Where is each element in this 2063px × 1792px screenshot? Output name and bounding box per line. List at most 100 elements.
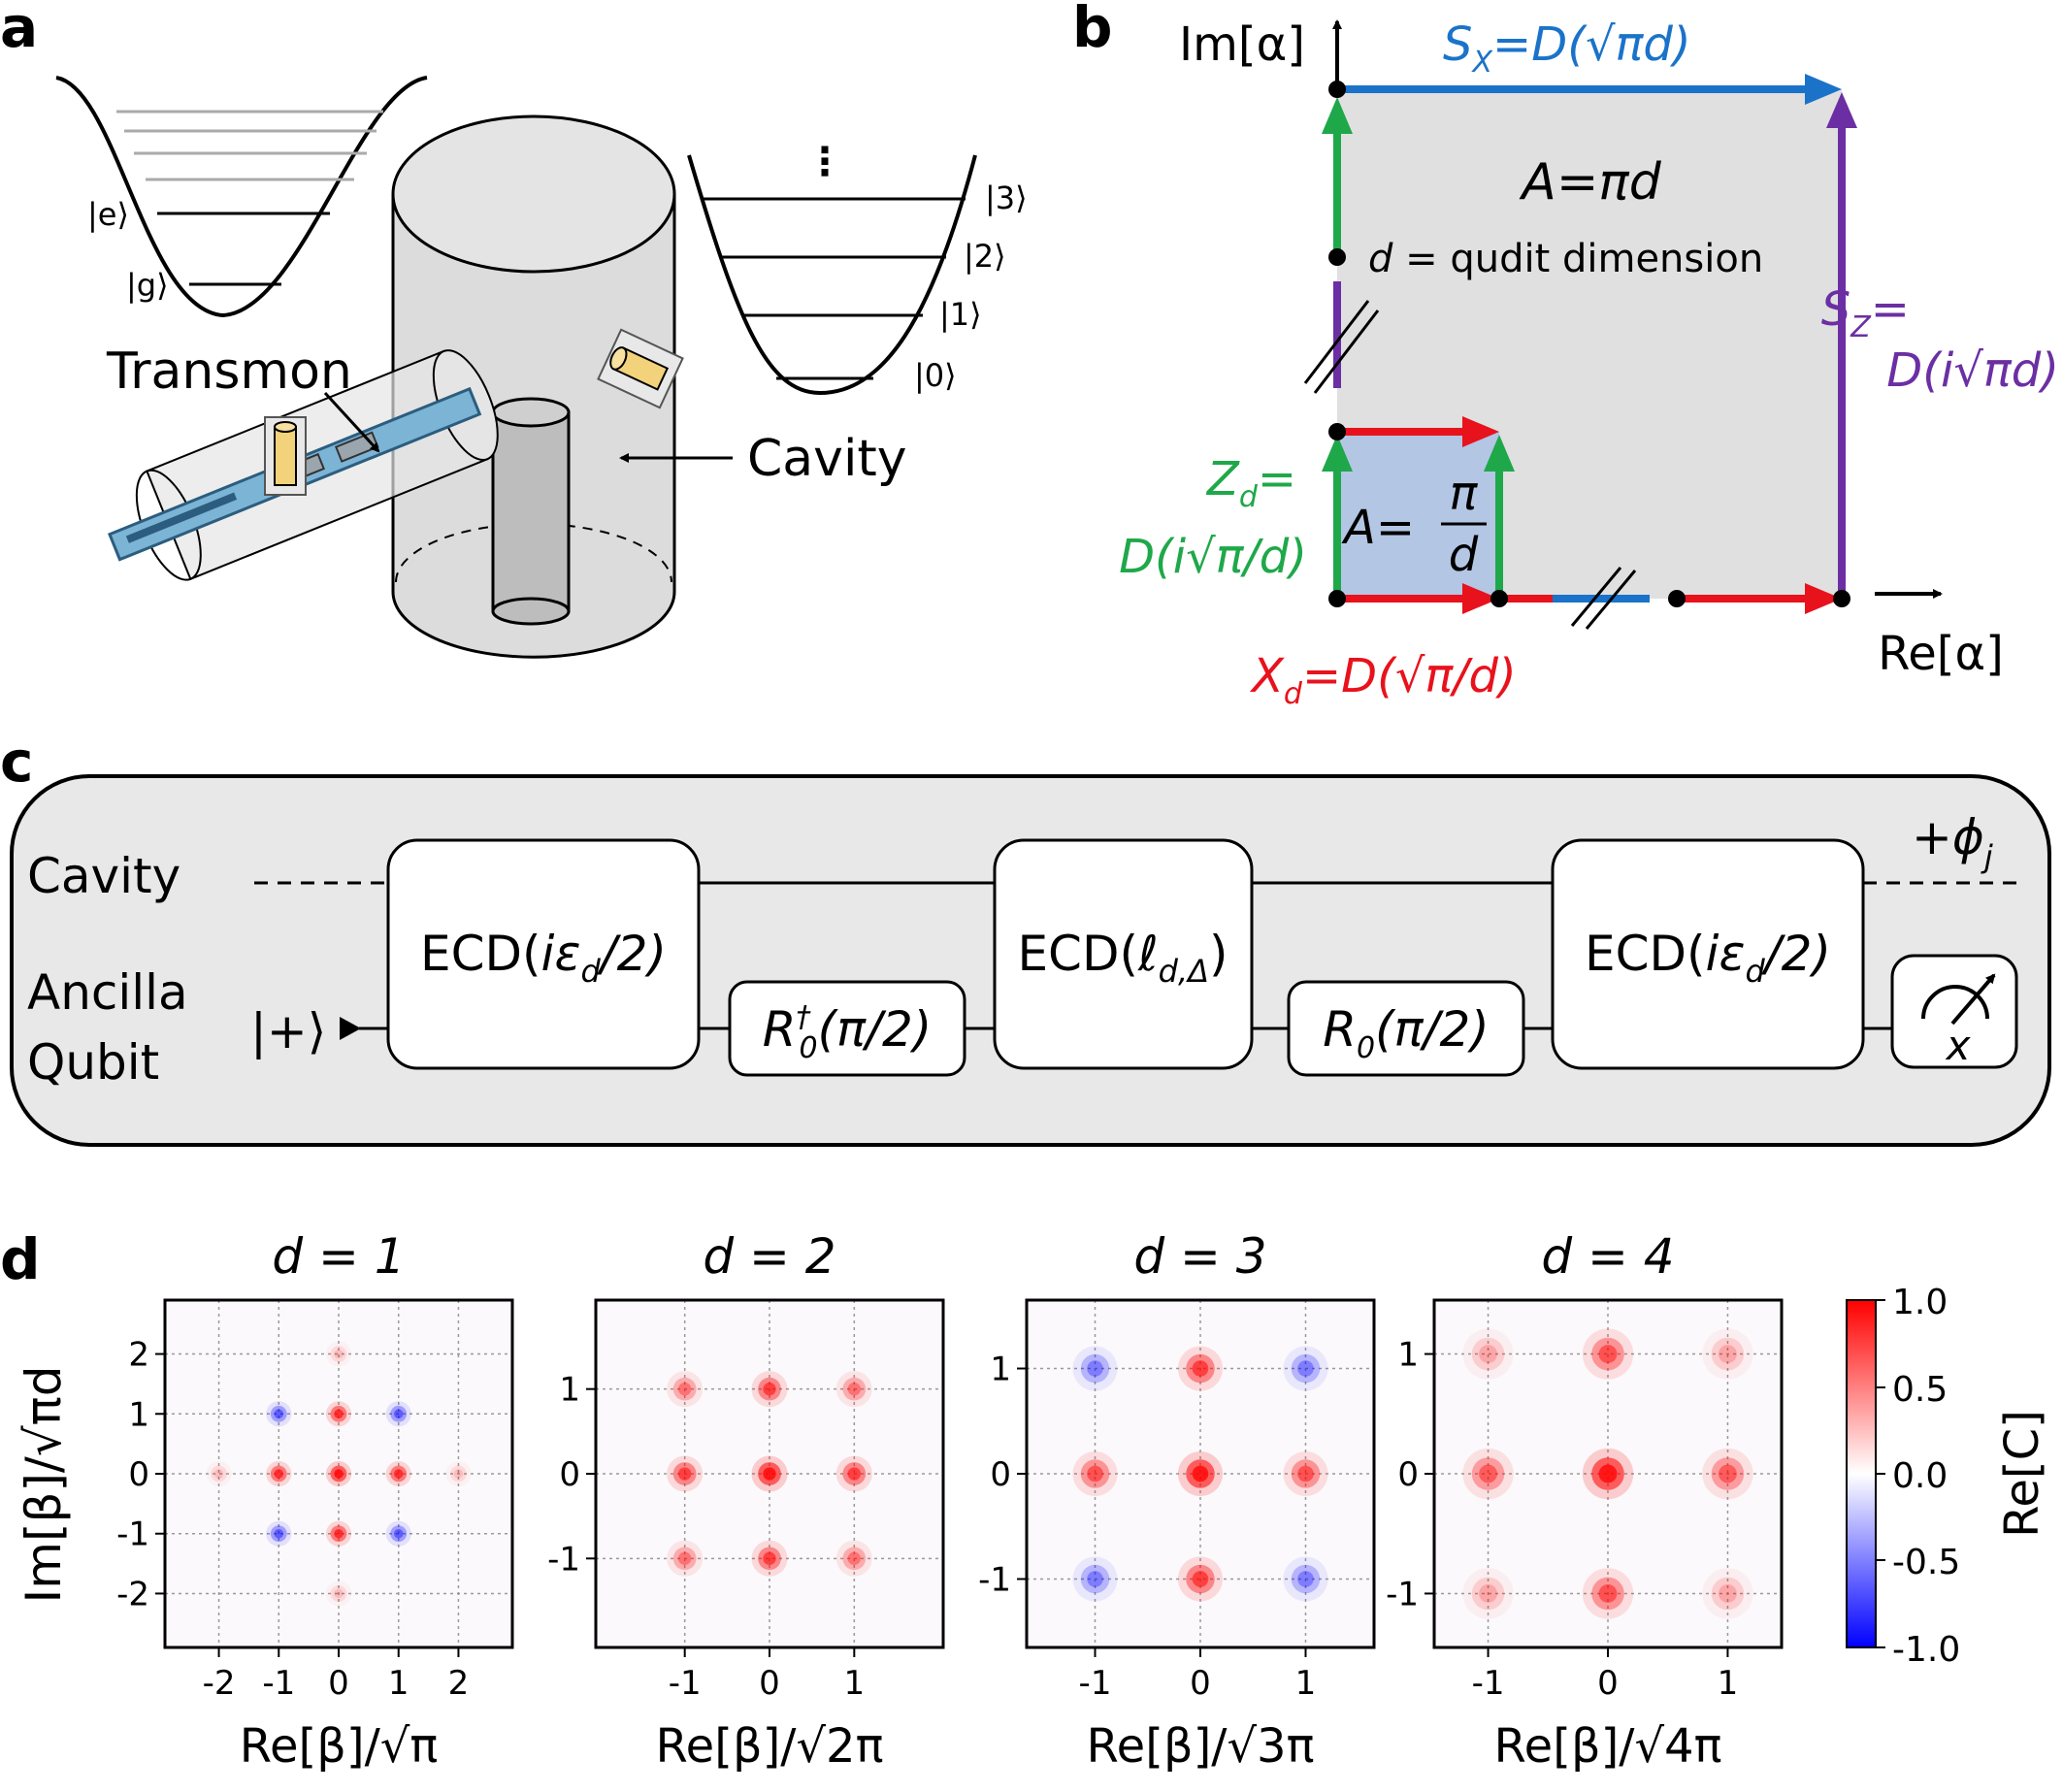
level-0-label: |0⟩ <box>914 357 957 394</box>
peak-core <box>1192 1360 1209 1377</box>
colorbar-label: Re[C] <box>1995 1410 2049 1538</box>
svg-text:R†0(π/2): R†0(π/2) <box>763 1000 933 1065</box>
sz-label: SZ= <box>1821 282 1910 344</box>
peak-core <box>274 1529 283 1539</box>
peak-halo <box>266 1401 292 1427</box>
gate-ecd-2: ECD(ℓd,Δ) <box>993 838 1254 1070</box>
x-tick-label: 1 <box>1718 1664 1739 1703</box>
peak-core <box>1719 1345 1737 1363</box>
svg-text:ECD(iεd/2): ECD(iεd/2) <box>420 926 667 990</box>
peak <box>1591 1577 1624 1611</box>
cb-tick: -1.0 <box>1892 1630 1960 1670</box>
panel-b: b Im[α] Re[α] <box>1072 0 2059 711</box>
peak <box>1471 1337 1505 1371</box>
cavity-cylinder <box>391 114 684 659</box>
panel-a: a |e⟩ |g⟩ ⋮ |3⟩ |2⟩ |1⟩ |0⟩ <box>0 0 1028 659</box>
wire-ancilla-label-2: Qubit <box>27 1034 159 1091</box>
x-tick-label: -1 <box>262 1664 295 1703</box>
y-tick-label: 0 <box>559 1455 580 1494</box>
peak <box>1711 1337 1745 1371</box>
peak-core <box>334 1469 344 1479</box>
peak-core <box>274 1409 283 1418</box>
area-small-den: d <box>1449 528 1479 582</box>
peak-core <box>394 1529 404 1539</box>
peak-halo <box>835 1371 872 1408</box>
x-tick-label: 0 <box>328 1664 349 1703</box>
svg-text:ECD(ℓd,Δ): ECD(ℓd,Δ) <box>1017 926 1228 990</box>
peak-core <box>1297 1571 1314 1587</box>
level-1-label: |1⟩ <box>939 296 982 333</box>
area-small-label: A= <box>1341 501 1415 555</box>
peak-core <box>274 1469 283 1479</box>
peak-halo <box>1283 1346 1328 1391</box>
peak-core <box>1598 1464 1618 1483</box>
peak-core <box>1087 1571 1103 1587</box>
heatmap-ylabel: Im[β]/√πd <box>16 1366 72 1604</box>
peak-core <box>394 1469 404 1479</box>
heatmap-title: d = 3 <box>1133 1228 1266 1285</box>
peak <box>842 1547 867 1571</box>
peak <box>1080 1459 1110 1488</box>
peak <box>1080 1353 1110 1384</box>
area-note: d = qudit dimension <box>1368 237 1763 281</box>
cb-tick: 0.0 <box>1892 1456 1948 1496</box>
zd-rhs: D(i√π/d) <box>1119 530 1307 584</box>
measure-basis: x <box>1945 1022 1972 1069</box>
peak <box>330 1585 347 1602</box>
peak-core <box>847 1467 861 1481</box>
panel-label-c: c <box>0 729 33 795</box>
peak-halo <box>667 1540 704 1577</box>
y-tick-label: -1 <box>1386 1575 1419 1613</box>
peak-halo <box>1582 1328 1634 1380</box>
peak-core <box>394 1409 404 1418</box>
peak-halo <box>1462 1448 1514 1500</box>
cb-tick: 0.5 <box>1892 1370 1948 1410</box>
y-tick-label: 0 <box>128 1455 149 1494</box>
peak-halo <box>385 1520 411 1547</box>
svg-text:R0(π/2): R0(π/2) <box>1323 1001 1490 1065</box>
transmon-arrow <box>323 391 380 453</box>
im-axis-label: Im[α] <box>1179 17 1305 72</box>
cavity-potential: ⋮ |3⟩ |2⟩ |1⟩ |0⟩ <box>687 140 1028 396</box>
sz-rhs: D(i√πd) <box>1886 343 2059 398</box>
peak <box>390 1525 408 1543</box>
meter-icon <box>1921 985 1989 1020</box>
gate-r0: R0(π/2) <box>1287 980 1525 1077</box>
peak-halo <box>266 1520 292 1547</box>
y-tick-label: -1 <box>116 1515 149 1554</box>
measurement: x <box>1890 954 2018 1069</box>
cavity-label: Cavity <box>747 430 907 488</box>
panel-label-d: d <box>0 1226 41 1292</box>
peak-core <box>1598 1345 1618 1363</box>
peak-halo <box>1702 1328 1753 1380</box>
x-tick-label: 0 <box>1597 1664 1619 1703</box>
panel-label-a: a <box>0 0 38 60</box>
peak-halo <box>1072 1556 1118 1602</box>
x-tick-label: 0 <box>1190 1664 1211 1703</box>
transmon-label: Transmon <box>106 342 352 401</box>
peak <box>842 1377 867 1401</box>
gate-ecd-1: ECD(iεd/2) <box>386 838 701 1070</box>
peak-core <box>678 1551 692 1565</box>
phase-label: +ϕj <box>1912 809 1993 875</box>
gate-ecd-3: ECD(iεd/2) <box>1551 838 1865 1070</box>
peak-halo <box>1462 1568 1514 1619</box>
y-tick-label: -1 <box>547 1540 580 1579</box>
peak-core <box>847 1551 861 1565</box>
wire-cavity-label: Cavity <box>27 848 180 904</box>
gate-r0-dagger: R†0(π/2) <box>728 980 966 1077</box>
xd-label: Xd=D(√π/d) <box>1249 649 1517 711</box>
panel-c: c Cavity Ancilla Qubit |+⟩ +ϕj ECD(iεd/2… <box>0 729 2051 1147</box>
peak-core <box>678 1467 692 1481</box>
peak-core <box>334 1529 344 1539</box>
wire-ancilla-label-1: Ancilla <box>27 964 188 1021</box>
peak-core <box>213 1469 224 1479</box>
peak-halo <box>1072 1450 1118 1497</box>
peak <box>1291 1564 1321 1594</box>
input-arrow <box>340 1017 361 1040</box>
